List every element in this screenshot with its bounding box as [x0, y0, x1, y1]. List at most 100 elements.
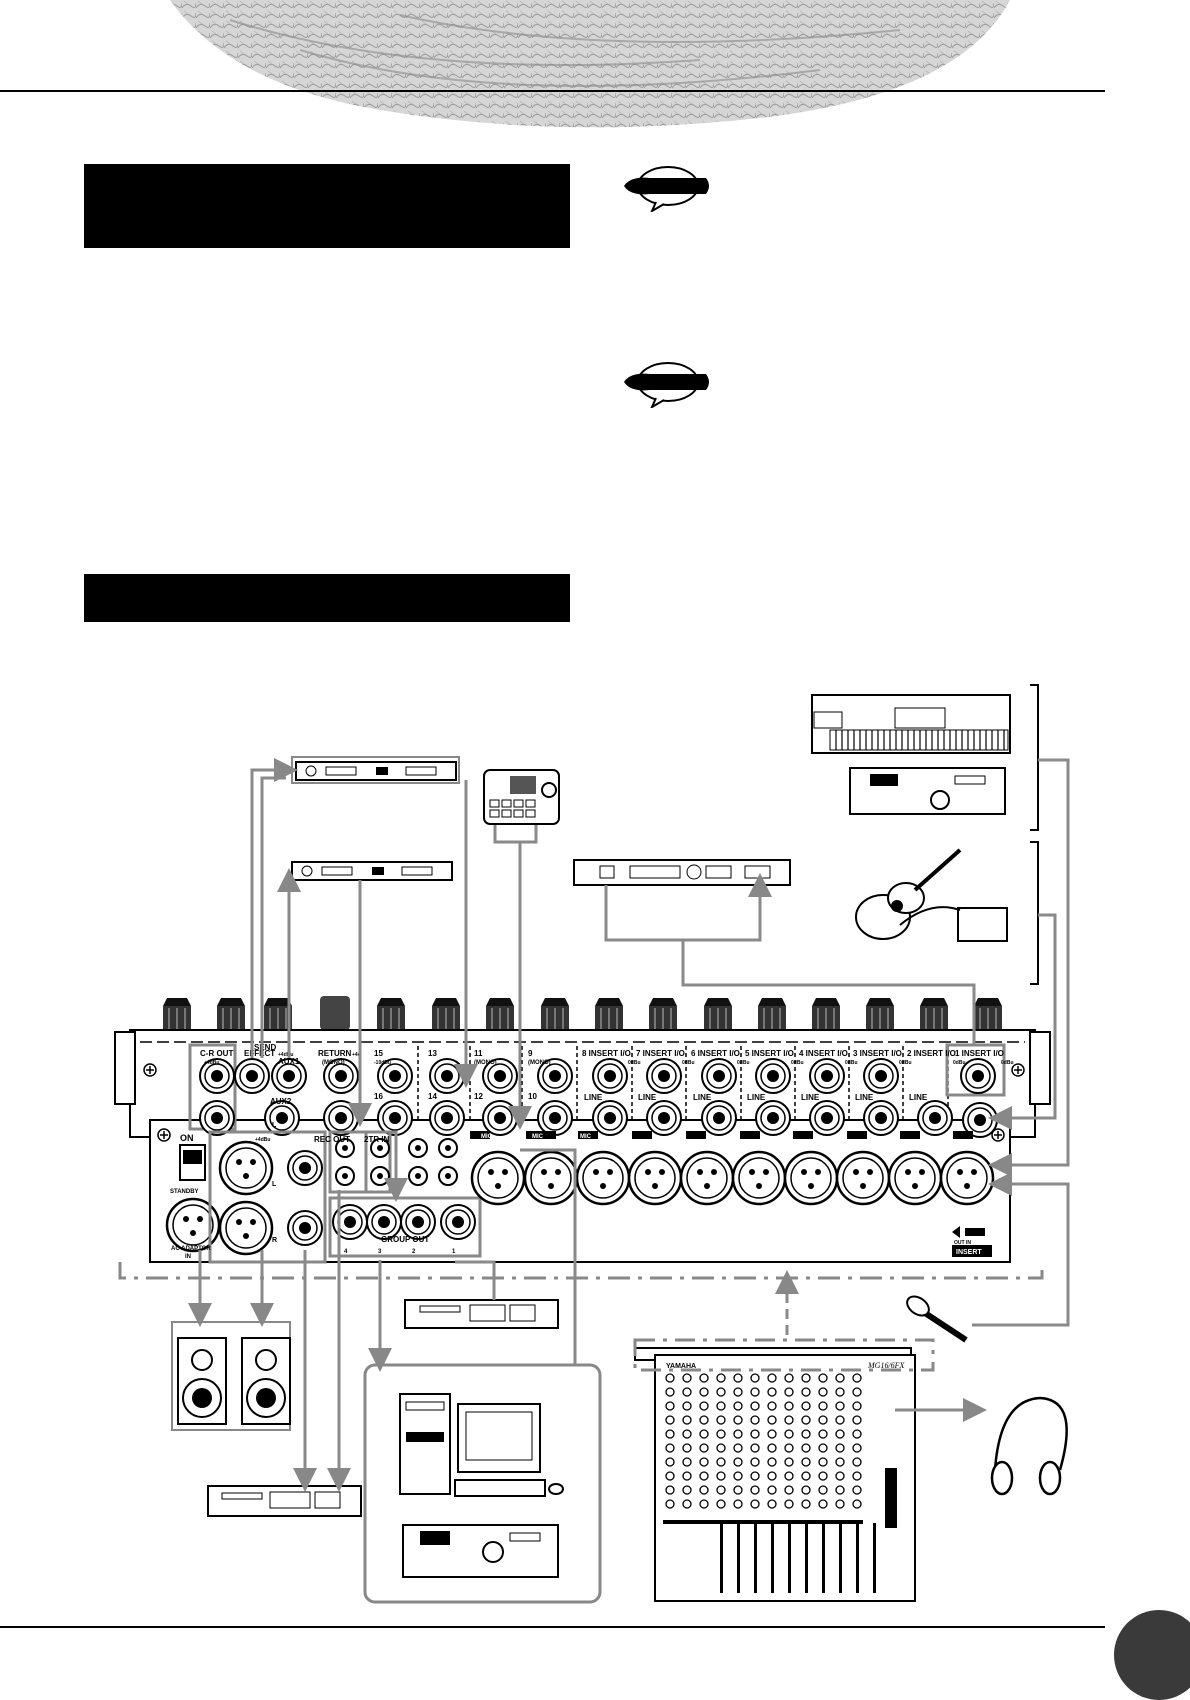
- channel-knob: [818, 1457, 828, 1467]
- line-label: LINE: [801, 1093, 820, 1102]
- channel-knob: [767, 1471, 777, 1481]
- svg-text:L: L: [272, 1181, 277, 1188]
- channel-knob: [733, 1387, 743, 1397]
- channel-knob: [852, 1499, 862, 1509]
- svg-text:R: R: [272, 1237, 277, 1244]
- tone-module: [849, 767, 1006, 815]
- channel-knob: [750, 1415, 760, 1425]
- channel-knob: [699, 1429, 709, 1439]
- channel-knob: [733, 1443, 743, 1453]
- channel-knob: [835, 1415, 845, 1425]
- channel-knob: [665, 1485, 675, 1495]
- channel-knob: [801, 1457, 811, 1467]
- channel-knob: [767, 1429, 777, 1439]
- channel-knob: [818, 1401, 828, 1411]
- insert-level: 0dBu: [845, 1060, 858, 1066]
- svg-text:AUX1: AUX1: [278, 1057, 300, 1066]
- channel-knob: [682, 1415, 692, 1425]
- svg-text:AC ADAPTOR: AC ADAPTOR: [171, 1246, 211, 1252]
- channel-knob: [665, 1471, 675, 1481]
- channel-knob: [801, 1387, 811, 1397]
- svg-text:SEND: SEND: [254, 1043, 276, 1052]
- insert-level: 0dBu: [737, 1060, 750, 1066]
- channel-knob: [682, 1499, 692, 1509]
- svg-text:L: L: [272, 1122, 277, 1129]
- group-out-number: 3: [378, 1249, 382, 1255]
- channel-knob: [750, 1457, 760, 1467]
- channel-knob: [818, 1429, 828, 1439]
- channel-knob: [818, 1415, 828, 1425]
- channel-knob: [699, 1485, 709, 1495]
- svg-text:RETURN: RETURN: [318, 1049, 352, 1058]
- channel-knob: [767, 1499, 777, 1509]
- channel-knob: [733, 1485, 743, 1495]
- channel-knob: [852, 1401, 862, 1411]
- svg-text:OUT IN: OUT IN: [954, 1240, 971, 1246]
- channel-knob: [767, 1373, 777, 1383]
- channel-knob: [750, 1401, 760, 1411]
- channel-knob: [716, 1401, 726, 1411]
- insert-label: 2 INSERT I/O: [907, 1049, 956, 1058]
- channel-knob: [835, 1485, 845, 1495]
- section-heading-bar-2: [84, 574, 570, 622]
- mixer-top-view: YAMAHA MG16/6FX: [634, 1347, 916, 1602]
- svg-text:(MONO): (MONO): [322, 1060, 345, 1066]
- svg-text:C-R OUT: C-R OUT: [200, 1049, 233, 1058]
- svg-text:ON: ON: [180, 1133, 194, 1143]
- group-out-number: 4: [344, 1249, 348, 1255]
- svg-text:+4dBu: +4dBu: [255, 1137, 270, 1143]
- line-label: LINE: [909, 1093, 928, 1102]
- channel-knob: [852, 1429, 862, 1439]
- svg-text:INSERT: INSERT: [956, 1249, 982, 1256]
- insert-label: 1 INSERT I/O: [955, 1049, 1004, 1058]
- insert-level: 0dBu: [1001, 1060, 1014, 1066]
- svg-text:(MONO): (MONO): [528, 1060, 551, 1066]
- computer: [399, 1393, 564, 1497]
- channel-knob: [767, 1387, 777, 1397]
- group-out-number: 2: [412, 1249, 416, 1255]
- monitor-speaker: [177, 1337, 227, 1425]
- channel-knob: [852, 1471, 862, 1481]
- svg-text:+4dBu: +4dBu: [278, 1052, 293, 1058]
- svg-text:12: 12: [474, 1092, 483, 1101]
- channel-knob: [665, 1443, 675, 1453]
- channel-knob: [699, 1373, 709, 1383]
- channel-knob: [699, 1457, 709, 1467]
- channel-knob: [682, 1485, 692, 1495]
- channel-knob: [716, 1443, 726, 1453]
- line-label: LINE: [584, 1093, 603, 1102]
- channel-knob: [835, 1387, 845, 1397]
- channel-knob: [750, 1485, 760, 1495]
- channel-knob: [801, 1415, 811, 1425]
- svg-text:EFFECT: EFFECT: [244, 1049, 275, 1058]
- channel-knob: [835, 1499, 845, 1509]
- channel-knob: [784, 1457, 794, 1467]
- channel-knob: [801, 1373, 811, 1383]
- channel-knob: [750, 1471, 760, 1481]
- channel-knob: [784, 1485, 794, 1495]
- channel-knob: [767, 1443, 777, 1453]
- top-rule: [0, 90, 1105, 92]
- channel-knob: [784, 1373, 794, 1383]
- channel-knob: [716, 1387, 726, 1397]
- channel-knob: [716, 1499, 726, 1509]
- channel-knob: [801, 1429, 811, 1439]
- channel-knob: [716, 1373, 726, 1383]
- knob-row: [162, 996, 1003, 1031]
- channel-knob: [733, 1457, 743, 1467]
- channel-knob: [801, 1401, 811, 1411]
- channel-knob: [750, 1499, 760, 1509]
- channel-knob: [665, 1457, 675, 1467]
- channel-knob: [699, 1499, 709, 1509]
- insert-label: 4 INSERT I/O: [799, 1049, 848, 1058]
- svg-text:MIC: MIC: [532, 1134, 544, 1140]
- svg-text:15: 15: [374, 1049, 383, 1058]
- rec-deck: [207, 1485, 362, 1517]
- monitor-speaker: [241, 1337, 291, 1425]
- channel-knob: [784, 1387, 794, 1397]
- channel-knob: [682, 1443, 692, 1453]
- svg-text:MIC: MIC: [580, 1134, 592, 1140]
- channel-knob: [835, 1443, 845, 1453]
